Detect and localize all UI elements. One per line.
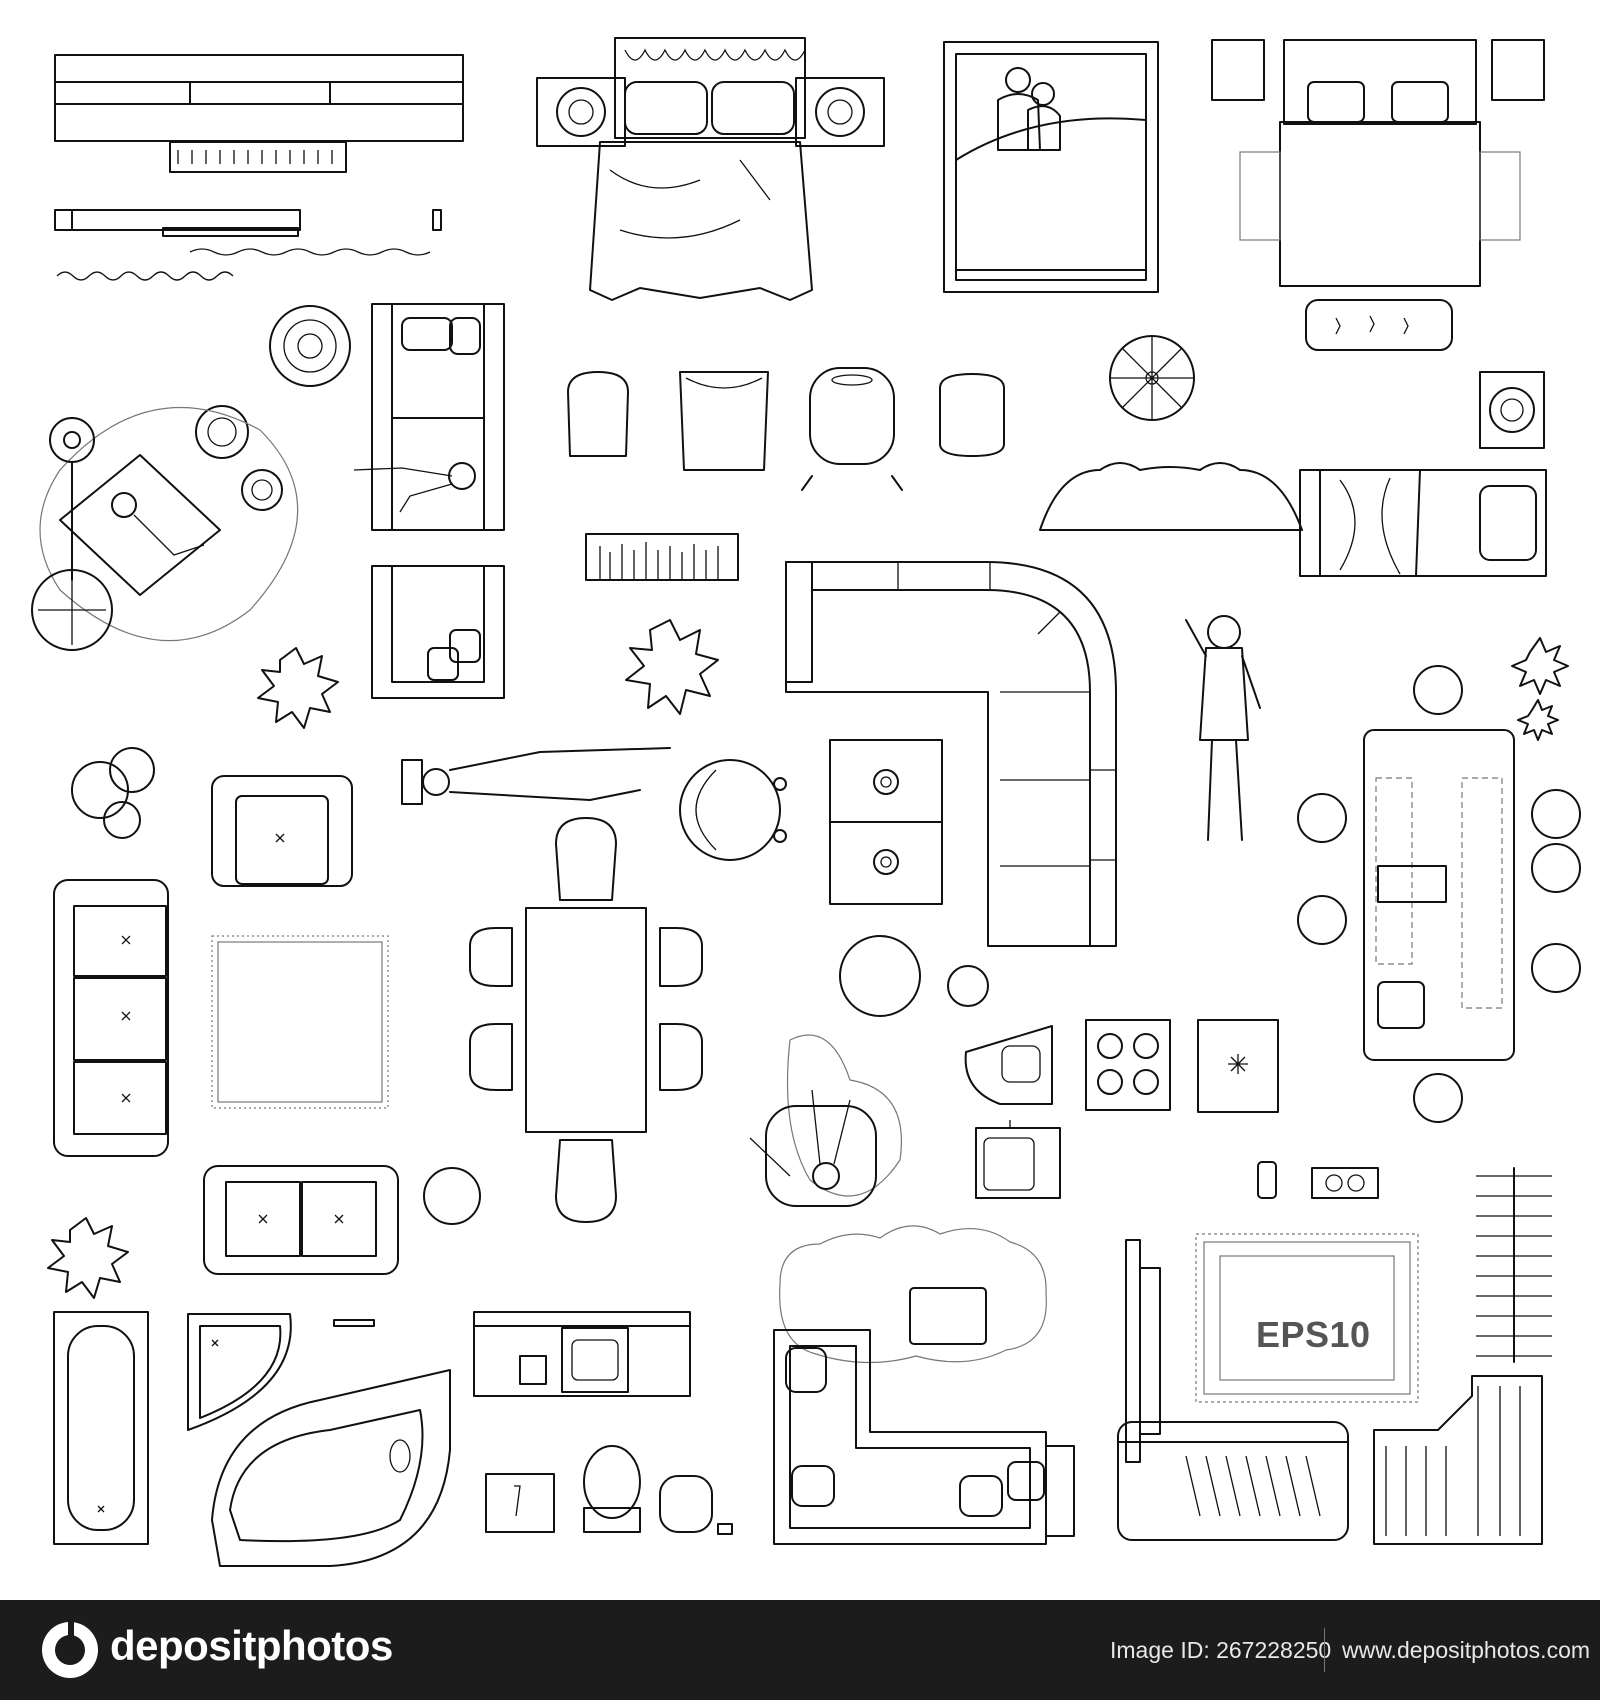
bed-with-couple xyxy=(943,41,1159,293)
format-label: EPS10 xyxy=(1256,1314,1371,1355)
furniture-plan-sheet xyxy=(31,37,1581,1567)
wardrobe xyxy=(1117,1375,1543,1545)
tv-unit xyxy=(1125,1239,1161,1463)
two-seat-sofa xyxy=(203,1165,399,1275)
sofa-bed-with-person xyxy=(353,303,505,531)
corner-sink xyxy=(964,1025,1053,1105)
round-chair xyxy=(679,759,787,861)
depositphotos-logo-icon xyxy=(42,1622,98,1678)
kitchen-sink xyxy=(975,1120,1061,1199)
armchair xyxy=(211,775,353,887)
dining-table xyxy=(469,817,703,1223)
kitchen-counter xyxy=(473,1311,691,1397)
reading-chair-with-person xyxy=(749,1034,902,1207)
corner-shower xyxy=(187,1313,292,1431)
kitchen-island xyxy=(1297,665,1581,1123)
corner-bathtub xyxy=(211,1369,451,1567)
stock-footer: depositphotos Image ID: 267228250 www.de… xyxy=(0,1600,1600,1700)
plant xyxy=(195,305,351,511)
website-link[interactable]: www.depositphotos.com xyxy=(1342,1637,1591,1663)
three-seat-sofa xyxy=(53,879,169,1157)
lounge-sofa xyxy=(773,1225,1075,1545)
person-lying xyxy=(401,747,671,805)
single-bed xyxy=(1299,469,1547,577)
ornate-bench xyxy=(1039,462,1303,531)
bookshelf xyxy=(585,533,739,581)
clothes-rack xyxy=(1476,1167,1552,1363)
image-id: Image ID: 267228250 xyxy=(1110,1637,1332,1663)
plant-cluster xyxy=(47,619,1569,1299)
format-rug xyxy=(1195,1233,1419,1403)
chair xyxy=(567,367,1005,491)
footer-divider xyxy=(1324,1628,1325,1672)
cutting-board xyxy=(1257,1161,1379,1199)
plant xyxy=(423,935,989,1225)
rug xyxy=(211,935,389,1109)
bed-double xyxy=(536,37,885,301)
armchair-with-pillows xyxy=(371,565,505,699)
bathtub xyxy=(53,1311,149,1545)
towel-hook xyxy=(333,1319,375,1327)
bed-with-nightstands xyxy=(1211,39,1545,351)
stove xyxy=(1085,1019,1171,1111)
coffee-tables xyxy=(829,739,943,905)
sectional-sofa xyxy=(785,561,1117,947)
person-standing xyxy=(1185,615,1261,841)
toilet xyxy=(485,1445,733,1535)
counter-elevation xyxy=(54,54,464,281)
fridge xyxy=(1197,1019,1279,1113)
brand-name: depositphotos xyxy=(110,1622,393,1669)
lounge-with-lamp xyxy=(31,406,299,651)
side-table xyxy=(1479,371,1545,449)
round-ottoman xyxy=(1109,335,1195,421)
